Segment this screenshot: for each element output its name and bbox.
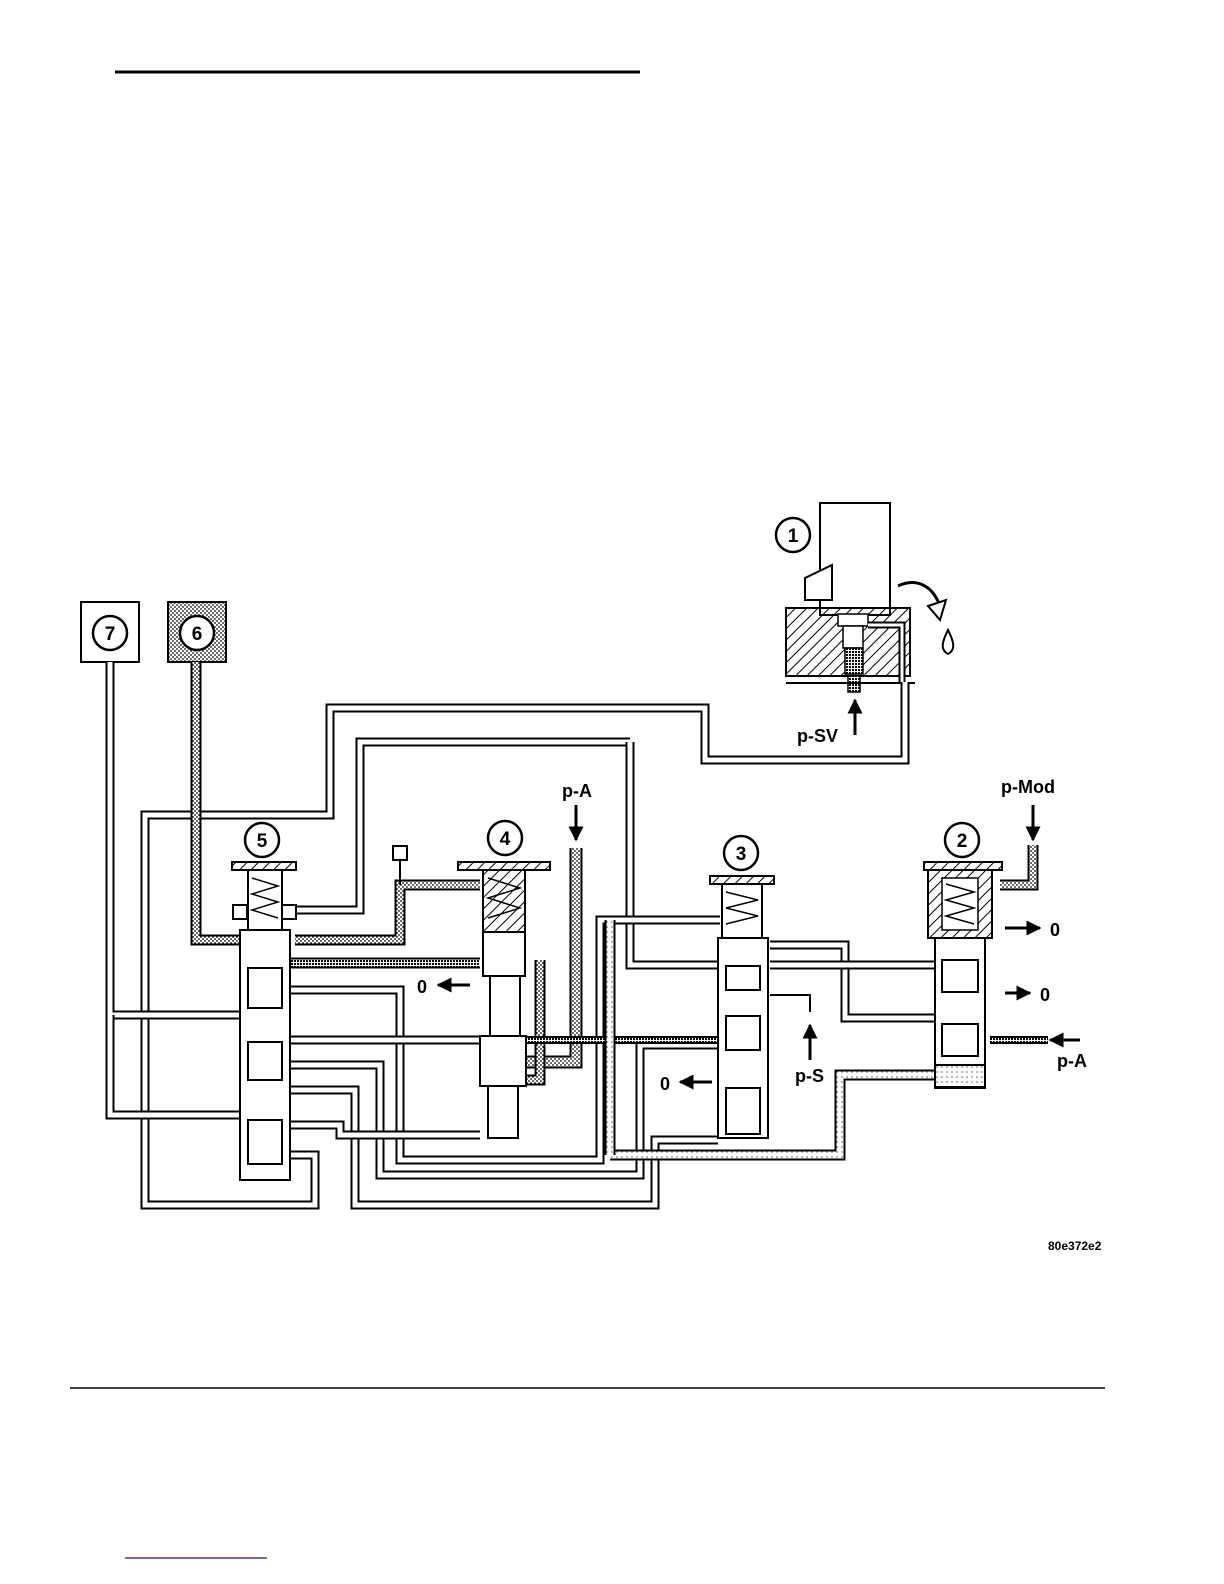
label-zero-b: 0 bbox=[660, 1074, 670, 1094]
callout-6: 6 bbox=[192, 624, 203, 645]
valve-5 bbox=[232, 862, 296, 1180]
figure-code: 80e372e2 bbox=[1048, 1239, 1102, 1253]
callout-3: 3 bbox=[736, 844, 747, 865]
callout-1: 1 bbox=[788, 526, 799, 547]
label-p-mod: p-Mod bbox=[1001, 777, 1055, 797]
valve-2 bbox=[924, 862, 1002, 1088]
label-zero-d: 0 bbox=[1040, 985, 1050, 1005]
label-p-sv: p-SV bbox=[797, 726, 838, 746]
callout-7: 7 bbox=[105, 624, 116, 645]
label-p-a-top: p-A bbox=[562, 781, 592, 801]
callout-5: 5 bbox=[257, 831, 268, 852]
label-p-a-right: p-A bbox=[1057, 1051, 1087, 1071]
callout-2: 2 bbox=[957, 831, 968, 852]
label-zero-c: 0 bbox=[1050, 920, 1060, 940]
label-zero-a: 0 bbox=[417, 977, 427, 997]
solenoid-valve bbox=[786, 503, 953, 692]
callout-4: 4 bbox=[500, 829, 511, 850]
label-p-s: p-S bbox=[795, 1066, 824, 1086]
valve-3 bbox=[710, 876, 774, 1138]
